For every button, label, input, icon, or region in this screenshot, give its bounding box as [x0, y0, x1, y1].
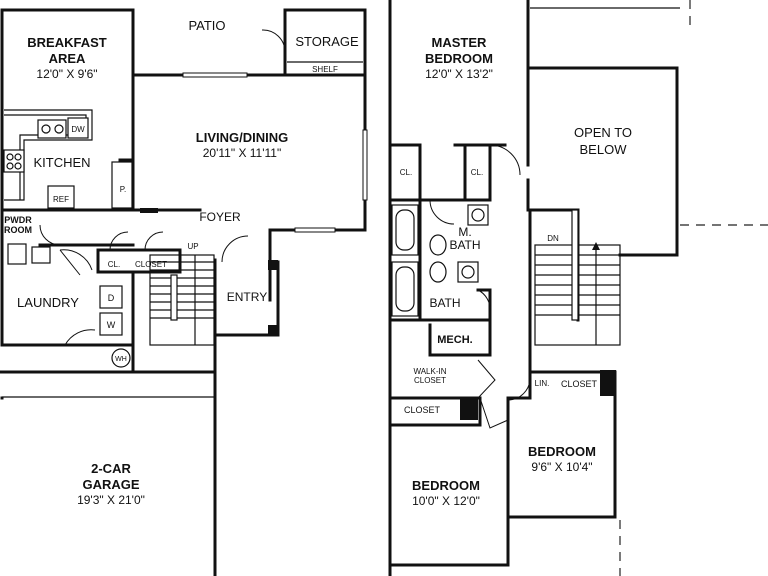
master-cl-right-label: CL. — [471, 168, 483, 177]
open-below-1: OPEN TO — [574, 125, 632, 140]
storage-label: STORAGE — [295, 34, 359, 49]
cl-main-label: CL. — [108, 260, 120, 269]
bath-toilet — [429, 261, 447, 283]
mbath-door[interactable] — [429, 199, 455, 225]
mbath-label-1: M. — [458, 225, 471, 239]
garage-label-1: 2-CAR — [91, 461, 131, 476]
bedroom3-label: BEDROOM — [412, 478, 480, 493]
shelf-label: SHELF — [312, 65, 338, 74]
breakfast-label-1: BREAKFAST — [27, 35, 107, 50]
garage-door[interactable] — [64, 329, 96, 346]
water-heater — [111, 348, 131, 368]
laundry-fixtures — [7, 243, 131, 368]
master-label-2: BEDROOM — [425, 51, 493, 66]
entry-label: ENTRY — [227, 290, 267, 304]
dryer-box — [99, 285, 123, 309]
ref-label: REF — [53, 195, 69, 204]
washer-label: W — [107, 320, 116, 330]
bath-label: BATH — [429, 296, 460, 310]
breakfast-dims: 12'0" X 9'6" — [36, 67, 97, 81]
closet-upper-left-label: CLOSET — [404, 405, 441, 415]
foyer-label: FOYER — [199, 210, 241, 224]
second-floor-walls — [388, 0, 679, 576]
dryer-label: D — [108, 293, 115, 303]
dn-label: DN — [547, 234, 559, 243]
mbath-label-2: BATH — [449, 238, 480, 252]
lin-label: LIN. — [535, 379, 550, 388]
bath-fixtures — [391, 204, 489, 317]
pwdr-toilet — [7, 243, 27, 265]
pwdr-door[interactable] — [39, 224, 61, 246]
living-window — [362, 129, 368, 201]
walkin-label-2: CLOSET — [414, 376, 446, 385]
breakfast-label-2: AREA — [49, 51, 86, 66]
up-label: UP — [187, 242, 198, 251]
master-toilet — [429, 234, 447, 256]
pwdr-label-2: ROOM — [4, 225, 32, 235]
storage-door[interactable] — [261, 29, 286, 53]
closet-block — [460, 398, 478, 420]
dishwasher — [67, 117, 89, 139]
patio-door-window — [182, 72, 248, 78]
washer-box — [99, 312, 123, 336]
open-below-2: BELOW — [580, 142, 628, 157]
living-bottom-window — [294, 227, 336, 233]
column-block — [140, 208, 158, 213]
laundry-label: LAUNDRY — [17, 295, 79, 310]
living-dims: 20'11" X 11'11" — [203, 146, 282, 160]
refrigerator — [47, 185, 75, 209]
master-sink — [467, 204, 489, 226]
main-stair — [149, 254, 215, 346]
upper-column — [600, 370, 616, 396]
kitchen-label: KITCHEN — [33, 155, 90, 170]
closet-main-label: CLOSET — [135, 260, 167, 269]
master-door[interactable] — [489, 144, 521, 176]
closet-door-left[interactable] — [109, 231, 129, 251]
walkin-label-1: WALK-IN — [413, 367, 446, 376]
kitchen-fixtures — [3, 109, 158, 213]
bedroom2-label: BEDROOM — [528, 444, 596, 459]
upper-stair — [534, 209, 621, 346]
pwdr-label-1: PWDR — [4, 215, 32, 225]
entry-column-top — [268, 260, 278, 270]
bath-door[interactable] — [477, 289, 491, 313]
master-cl-left-label: CL. — [400, 168, 412, 177]
dw-label: DW — [71, 125, 85, 134]
bath-sink — [457, 261, 479, 283]
wh-label: WH — [115, 356, 127, 363]
garage-dims: 19'3" X 21'0" — [77, 493, 145, 507]
first-floor-walls — [0, 8, 367, 576]
mech-label: MECH. — [437, 334, 472, 346]
entry-door[interactable] — [221, 235, 249, 263]
living-label: LIVING/DINING — [196, 130, 288, 145]
stove — [3, 149, 25, 173]
closet-door-right[interactable] — [144, 231, 164, 251]
patio-label: PATIO — [188, 18, 225, 33]
walkin-door[interactable] — [477, 359, 496, 399]
entry-column-bottom — [268, 325, 278, 335]
master-label-1: MASTER — [432, 35, 488, 50]
bedroom2-dims: 9'6" X 10'4" — [531, 460, 592, 474]
pwdr-sink — [31, 246, 51, 264]
closet-upper-right-label: CLOSET — [561, 379, 598, 389]
laundry-door[interactable] — [59, 249, 93, 276]
pantry-label: P. — [120, 185, 127, 194]
bedroom3-dims: 10'0" X 12'0" — [412, 494, 480, 508]
bedroom2-door[interactable] — [507, 377, 531, 401]
garage-label-2: GARAGE — [82, 477, 139, 492]
master-dims: 12'0" X 13'2" — [425, 67, 493, 81]
bedroom3-door[interactable] — [479, 397, 509, 429]
pantry-box — [111, 161, 133, 209]
